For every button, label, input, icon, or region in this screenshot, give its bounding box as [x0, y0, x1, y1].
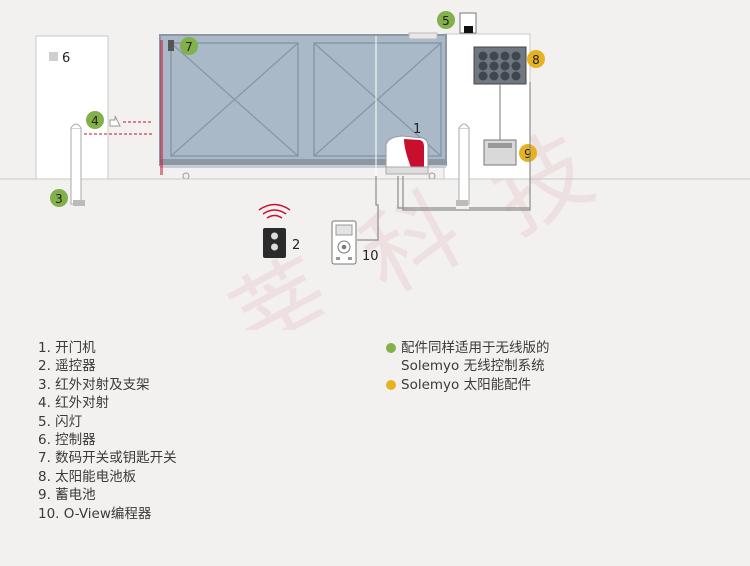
- legend-item: 1. 开门机: [38, 340, 96, 356]
- green-dot-icon: [386, 343, 396, 353]
- callout-10: 10: [362, 249, 379, 264]
- legend-item: 8. 太阳能电池板: [38, 468, 137, 485]
- legend-item: 4. 红外对射: [38, 395, 110, 412]
- svg-text:久: 久: [89, 299, 225, 330]
- legend-item: 6. 控制器: [38, 432, 96, 449]
- note-solar: Solemyo 太阳能配件: [386, 376, 550, 394]
- key-switch-icon: [168, 40, 174, 51]
- legend-item: 9. 蓄电池: [38, 487, 96, 504]
- callout-5: 5: [442, 14, 450, 28]
- photocell-column-left: [70, 123, 85, 206]
- note-wireless-cont: Solemyo 无线控制系统: [386, 357, 550, 375]
- legend-item: 7. 数码开关或钥匙开关: [38, 450, 177, 467]
- callout-7-badge: [180, 37, 198, 55]
- legend-item: 10. O-View编程器: [38, 505, 152, 522]
- callout-3: 3: [55, 192, 63, 206]
- gate-opener-icon: [385, 135, 429, 175]
- callout-8-badge: [527, 50, 545, 68]
- legend-item: 3. 红外对射及支架: [38, 376, 150, 393]
- wireless-signal-icon: [258, 203, 291, 219]
- lamp-bracket: [408, 32, 438, 40]
- note-text: Solemyo 太阳能配件: [401, 376, 532, 393]
- yellow-dot-icon: [386, 379, 396, 390]
- remote-control-icon: [263, 228, 286, 258]
- photocell-icon: [109, 115, 121, 127]
- battery-icon: [483, 139, 517, 166]
- gate-installation-diagram: 久 莘 科 技 6 7 5: [0, 11, 750, 330]
- callout-9: 9: [524, 147, 532, 161]
- note-wireless: 配件同样适用于无线版的: [386, 339, 550, 357]
- legend-item: 5. 闪灯: [38, 413, 83, 430]
- component-legend: 1. 开门机 2. 遥控器 3. 红外对射及支架 4. 红外对射 5. 闪灯 6…: [38, 339, 177, 523]
- callout-3-badge: [50, 189, 68, 207]
- gate-post-red: [160, 40, 163, 175]
- wiring: [357, 82, 531, 241]
- photocell-column-right: [456, 123, 470, 206]
- solar-panel-icon: [473, 46, 527, 85]
- accessory-notes: 配件同样适用于无线版的 Solemyo 无线控制系统 Solemyo 太阳能配件: [386, 339, 550, 394]
- callout-5-badge: [437, 11, 455, 29]
- callout-7: 7: [185, 40, 193, 54]
- control-unit-icon: [49, 52, 58, 61]
- note-text: Solemyo 无线控制系统: [401, 358, 545, 375]
- callout-4: 4: [91, 114, 99, 128]
- programmer-device-icon: [331, 220, 357, 265]
- note-text: 配件同样适用于无线版的: [401, 340, 550, 356]
- callout-1: 1: [413, 122, 421, 137]
- callout-4-badge: [86, 111, 104, 129]
- callout-6: 6: [62, 51, 70, 66]
- legend-item: 2. 遥控器: [38, 358, 96, 375]
- callout-2: 2: [292, 238, 300, 253]
- callout-8: 8: [532, 53, 540, 67]
- callout-9-badge: [519, 144, 537, 162]
